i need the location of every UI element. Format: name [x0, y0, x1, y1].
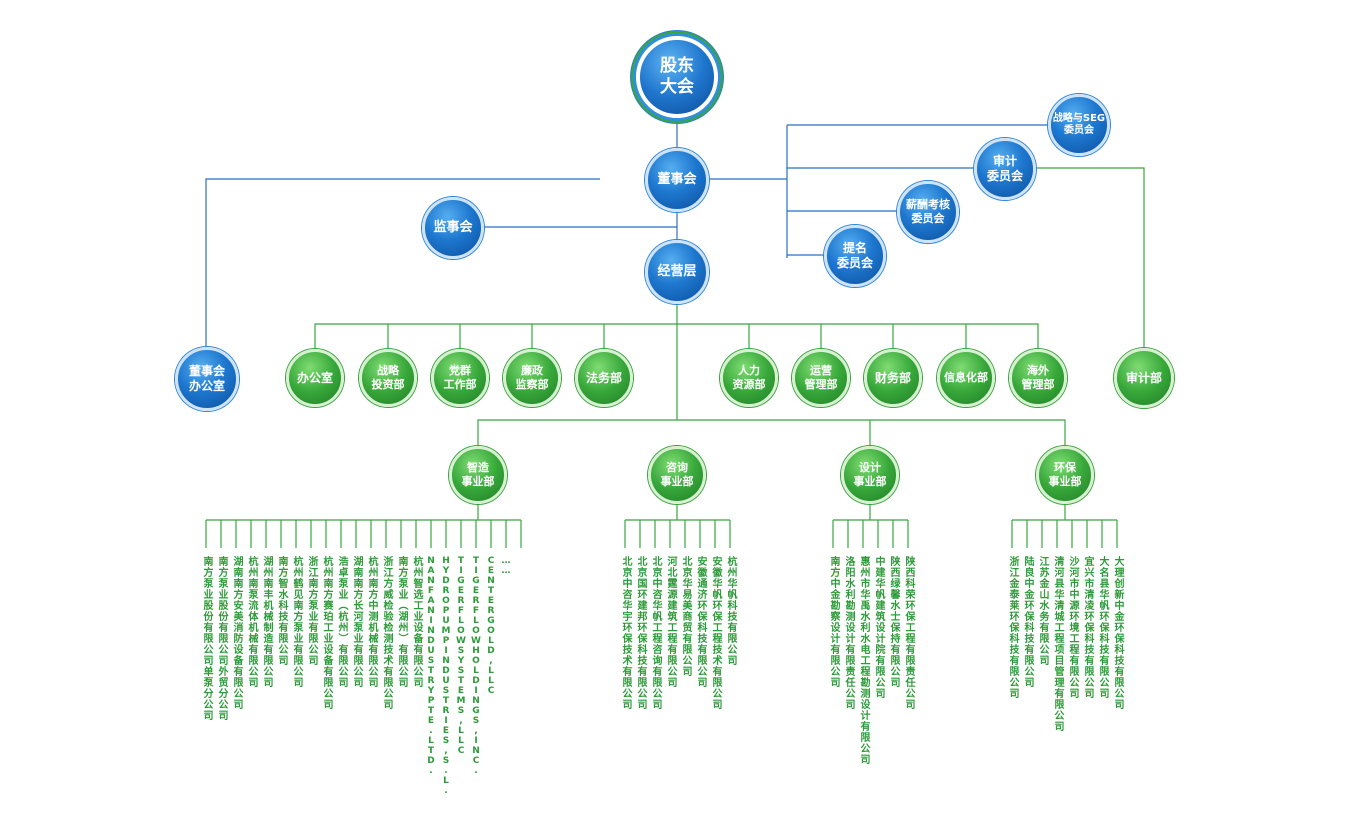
supervisory-board-node: 监事会	[422, 197, 484, 259]
company-label: 北京中咨华帆工程咨询有限公司	[650, 556, 661, 710]
department-operations-node: 运营 管理部	[792, 349, 850, 407]
company-label: 湖南南方安美消防设备有限公司	[231, 556, 242, 710]
division-huanbao-node: 环保 事业部	[1036, 446, 1094, 504]
company-label: 沙河市中源环境工程有限公司	[1067, 556, 1078, 699]
company-label: 陕西科荣环保工程有限责任公司	[903, 556, 914, 710]
division-zhizao-node: 智造 事业部	[449, 446, 507, 504]
company-label: 南方泵业股份有限公司外贸分公司	[216, 556, 227, 721]
strategy-esg-committee-node: 战略与SEG 委员会	[1048, 94, 1110, 156]
company-label: 湖南南方长河泵业有限公司	[351, 556, 362, 688]
company-label: 杭州南方赛珀工业设备有限公司	[321, 556, 332, 710]
company-label: 中建华帆建筑设计院有限公司	[873, 556, 884, 699]
department-party-work-node: 党群 工作部	[431, 349, 489, 407]
company-label: 杭州智选工业设备有限公司	[411, 556, 422, 688]
company-label: 浙江方威检验检测技术有限公司	[381, 556, 392, 710]
nomination-committee-node: 提名 委员会	[824, 225, 886, 287]
company-label: 南方中金勘察设计有限公司	[828, 556, 839, 688]
company-label: 河北霆源建筑工程有限公司	[665, 556, 676, 688]
department-legal-node: 法务部	[575, 349, 633, 407]
compensation-committee-node: 薪酬考核 委员会	[897, 181, 959, 243]
connector-zixun-companies	[624, 505, 731, 548]
company-label: HYDROPUMPINDUSTRIES,S.L.	[441, 556, 451, 796]
company-label: 杭州鹤见南方泵业有限公司	[291, 556, 302, 688]
company-label: 惠州市华禹水利水电工程勘测设计有限公司	[858, 556, 869, 765]
division-sheji-node: 设计 事业部	[841, 446, 899, 504]
company-label: 清河县华清城工程项目管理有限公司	[1052, 556, 1063, 732]
company-label: 陆良中金环保科技有限公司	[1022, 556, 1033, 688]
company-label: TIGERFLOWSYSTEMS,LLC	[456, 556, 466, 756]
connector-sheji-companies	[832, 505, 909, 548]
company-label: 江苏金山水务有限公司	[1037, 556, 1048, 666]
department-office-node: 办公室	[286, 349, 344, 407]
company-label: 洛阳水利勘测设计有限责任公司	[843, 556, 854, 710]
connector-committees	[707, 124, 1050, 258]
company-label: 浙江南方泵业有限公司	[306, 556, 317, 666]
company-label: 宜兴市清凌环保科技有限公司	[1082, 556, 1093, 699]
company-label: 北京国环建邦环保科技有限公司	[635, 556, 646, 710]
company-label: 浩卓泵业（杭州）有限公司	[336, 556, 347, 688]
company-label: 南方智水科技有限公司	[276, 556, 287, 666]
audit-committee-node: 审计 委员会	[974, 138, 1036, 200]
company-label: TIGERFLOWHOLDINGS,INC.	[471, 556, 481, 776]
connector-zhizao-companies	[205, 505, 522, 548]
connector-board-office	[205, 178, 600, 348]
connector-audit-dept	[1036, 167, 1145, 348]
department-overseas-node: 海外 管理部	[1009, 349, 1067, 407]
company-label: 北京中咨华宇环保技术有限公司	[620, 556, 631, 710]
company-label: 陕西绿馨水士保持有限公司	[888, 556, 899, 688]
company-label: 大理创新中金环保科技有限公司	[1112, 556, 1123, 710]
board-office-node: 董事会 办公室	[175, 347, 239, 411]
company-label: NANFANINDUSTRYPTE.LTD.	[426, 556, 436, 776]
department-integrity-supervision-node: 廉政 监察部	[503, 349, 561, 407]
company-label: 南方泵业股份有限公司单泵分公司	[201, 556, 212, 721]
shareholders-meeting-node: 股东 大会	[636, 36, 718, 118]
audit-dept-node: 审计部	[1114, 348, 1174, 408]
company-label: ……	[501, 556, 511, 576]
company-label: 杭州南泵流体机械有限公司	[246, 556, 257, 688]
company-label: 南方泵业（湖州）有限公司	[396, 556, 407, 688]
connector-huanbao-companies	[1011, 505, 1118, 548]
management-node: 经营层	[645, 240, 709, 304]
company-label: 浙江金泰莱环保科技有限公司	[1007, 556, 1018, 699]
division-zixun-node: 咨询 事业部	[648, 446, 706, 504]
company-label: 北京华易美商贸有限公司	[680, 556, 691, 677]
company-label: 杭州华帆科技有限公司	[725, 556, 736, 666]
department-it-node: 信息化部	[937, 349, 995, 407]
company-label: 大名县华帆环保科技有限公司	[1097, 556, 1108, 699]
company-label: 安徽华帆环保工程技术有限公司	[710, 556, 721, 710]
board-of-directors-node: 董事会	[645, 148, 709, 212]
department-hr-node: 人力 资源部	[720, 349, 778, 407]
company-label: CENTERGOLD,LLC	[486, 556, 496, 696]
company-label: 安徽通济环保科技有限公司	[695, 556, 706, 688]
company-label: 杭州南方中测机械有限公司	[366, 556, 377, 688]
connector-divisions	[477, 324, 1066, 445]
department-strategy-investment-node: 战略 投资部	[359, 349, 417, 407]
department-finance-node: 财务部	[864, 349, 922, 407]
company-label: 湖州南丰机械制造有限公司	[261, 556, 272, 688]
